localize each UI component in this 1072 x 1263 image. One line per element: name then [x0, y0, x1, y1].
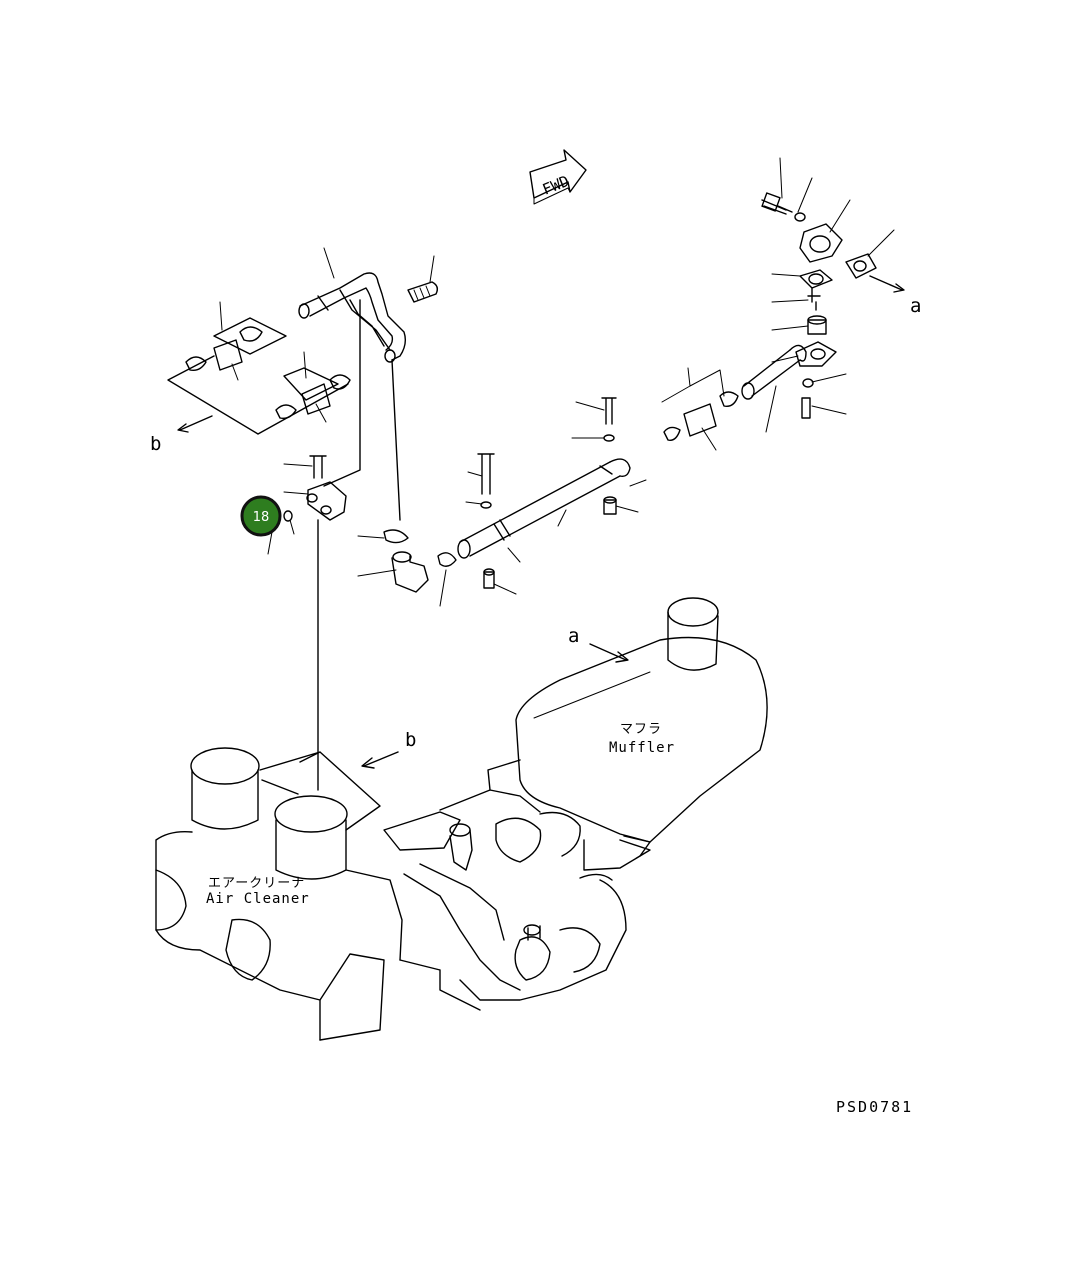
reference-label-b-center: b	[405, 729, 416, 751]
bracket-assembly	[267, 455, 347, 791]
reference-label-a-muffler: a	[568, 625, 579, 647]
muffler: マフラ Muffler	[515, 597, 768, 871]
reference-label-b-left: b	[150, 433, 161, 455]
callout-badge[interactable]	[240, 495, 282, 537]
engine-and-air-cleaner: エアークリーナ Air Cleaner	[155, 747, 627, 1041]
fwd-label: FWD	[540, 172, 572, 199]
muffler-name-en: Muffler	[609, 740, 675, 756]
air-cleaner-name-jp: エアークリーナ	[208, 876, 305, 891]
air-intake-tube-assembly	[167, 247, 439, 521]
forward-direction-arrow: FWD	[529, 149, 587, 205]
exhaust-flange-assembly	[741, 157, 905, 433]
air-cleaner-name-en: Air Cleaner	[206, 891, 310, 907]
drawing-code: PSD0781	[836, 1098, 913, 1116]
reference-label-a-top: a	[910, 295, 921, 317]
exhaust-pipe-assembly	[357, 367, 739, 607]
muffler-name-jp: マフラ	[620, 722, 662, 737]
callout-number: 18	[253, 510, 270, 525]
part-callout-18[interactable]: 18	[240, 495, 282, 537]
